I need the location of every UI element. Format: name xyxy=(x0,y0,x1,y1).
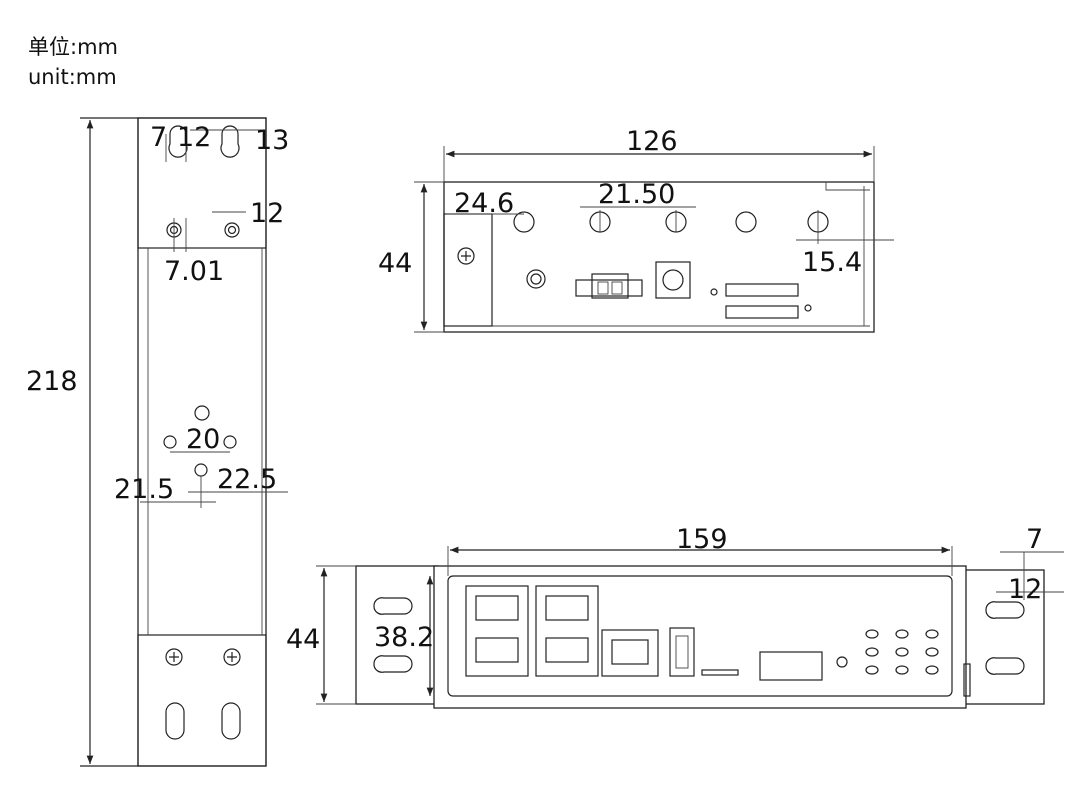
units-legend: 单位:mm unit:mm xyxy=(28,32,118,92)
screw-hole xyxy=(224,222,240,238)
dim-rear-left-offset: 24.6 xyxy=(454,188,514,219)
dim-side-height: 218 xyxy=(26,366,78,397)
front-ear-left xyxy=(355,565,439,705)
rj45-port xyxy=(475,595,519,621)
units-label-en: unit:mm xyxy=(28,65,117,89)
side-bottom-bracket xyxy=(137,634,267,767)
antenna-port xyxy=(513,211,535,233)
dim-rear-height: 44 xyxy=(378,248,412,279)
led-grid xyxy=(865,629,939,675)
power-terminal xyxy=(575,279,643,297)
rj45-block xyxy=(535,585,599,677)
rj45-port xyxy=(545,595,589,621)
plus-screw xyxy=(223,648,241,666)
dim-side-hole-offset-small: 7.01 xyxy=(164,256,224,287)
dim-front-ear-slot: 12 xyxy=(1008,574,1042,605)
dim-front-width: 159 xyxy=(676,524,728,555)
antenna-port xyxy=(735,211,757,233)
front-view: 159 44 38.2 7 12 xyxy=(286,524,1064,709)
dim-rear-right-offset: 15.4 xyxy=(802,247,862,278)
rj45-block xyxy=(465,585,529,677)
dim-rear-width: 126 xyxy=(626,126,678,157)
dim-side-center-gap: 20 xyxy=(186,424,220,455)
rj45-port xyxy=(601,629,659,677)
rj45-port xyxy=(475,637,519,663)
front-panel xyxy=(447,575,953,697)
rj45-port xyxy=(545,637,589,663)
dim-side-right-offset: 22.5 xyxy=(217,464,277,495)
dim-front-height: 44 xyxy=(286,624,320,655)
dim-side-slot-gap: 12 xyxy=(177,122,211,153)
dim-side-left-offset: 21.5 xyxy=(114,474,174,505)
sim-slot xyxy=(725,305,799,319)
side-top-bracket xyxy=(137,117,267,249)
dim-side-hole-gap: 12 xyxy=(250,198,284,229)
usb-port xyxy=(669,627,695,677)
units-label-cn: 单位:mm xyxy=(28,35,118,59)
reset-button xyxy=(655,261,691,299)
dim-side-hole-offset: 7 xyxy=(150,122,167,153)
dim-front-ear-offset: 7 xyxy=(1026,524,1043,555)
rear-view: 126 44 24.6 21.50 15.4 xyxy=(378,126,894,333)
sim-slot xyxy=(725,283,799,297)
dim-front-inner-height: 38.2 xyxy=(374,622,434,653)
front-body xyxy=(433,565,967,709)
dim-side-slot-width: 13 xyxy=(255,125,289,156)
keyhole-slot xyxy=(168,125,240,158)
plus-screw xyxy=(165,648,183,666)
side-view: 218 7 12 13 12 7.01 20 21.5 22.5 xyxy=(26,117,289,767)
dim-rear-hole-pitch: 21.50 xyxy=(598,179,675,210)
display-window xyxy=(759,651,823,681)
